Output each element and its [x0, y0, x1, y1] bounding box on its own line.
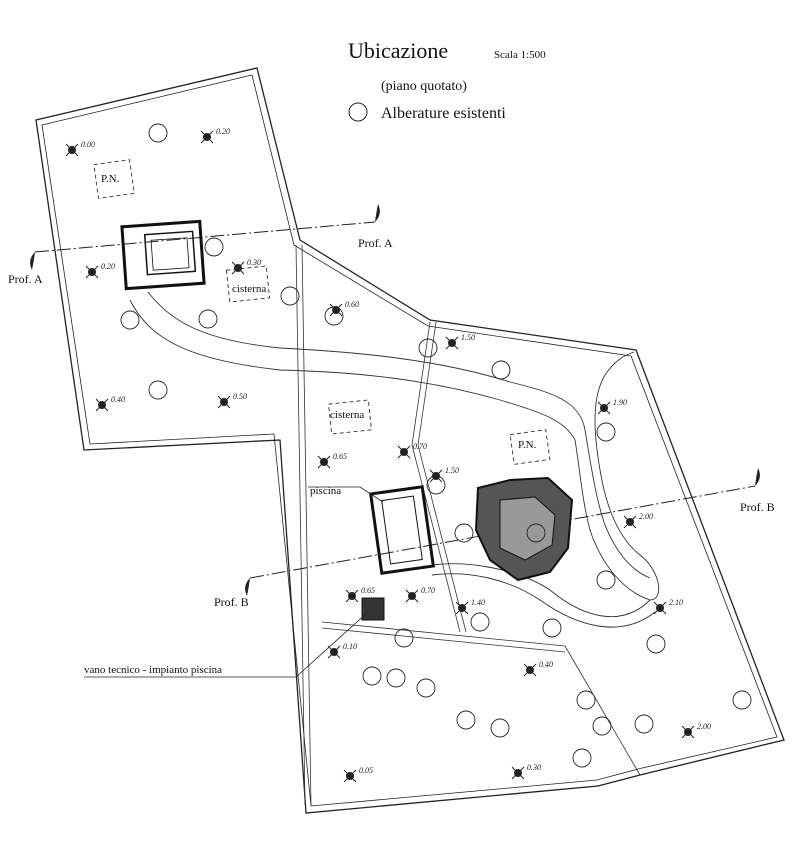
- elevation-value: 0.60: [345, 300, 359, 309]
- elevation-marker: 0.40: [523, 660, 553, 677]
- elevation-marker: 0.50: [217, 392, 247, 409]
- elevation-value: 2.00: [639, 512, 653, 521]
- elevation-value: 0.00: [81, 140, 95, 149]
- elevation-value: 0.40: [539, 660, 553, 669]
- tree-symbol: [454, 523, 474, 543]
- elevation-marker: 0.05: [343, 766, 373, 783]
- tree-symbol: [646, 634, 666, 654]
- driveway: [129, 291, 660, 628]
- property-boundary: [35, 67, 785, 814]
- elevation-value: 1.50: [445, 466, 459, 475]
- label-cisterna-1: cisterna: [232, 283, 266, 295]
- elevation-marker: 1.50: [429, 466, 459, 483]
- label-piscina: piscina: [310, 485, 341, 497]
- elevation-value: 0.65: [333, 452, 347, 461]
- tree-symbol: [634, 714, 654, 734]
- section-line-b: [245, 468, 760, 596]
- elevation-marker: 1.40: [455, 598, 485, 615]
- tree-symbol: [418, 338, 438, 358]
- label-pn-2: P.N.: [518, 439, 537, 451]
- tree-symbol: [456, 710, 476, 730]
- legend-tree-icon: [348, 102, 368, 122]
- tree-symbol: [120, 310, 140, 330]
- tree-symbol: [416, 678, 436, 698]
- pool-equipment-room: [361, 597, 385, 621]
- elevation-value: 0.20: [101, 262, 115, 271]
- elevation-value: 2.10: [669, 598, 683, 607]
- tree-symbol: [204, 237, 224, 257]
- small-house: [120, 219, 206, 291]
- tree-symbol: [576, 690, 596, 710]
- elevation-marker: 0.70: [405, 586, 435, 603]
- tree-symbol: [198, 309, 218, 329]
- tree-symbol: [491, 360, 511, 380]
- legend-label: Alberature esistenti: [381, 105, 506, 122]
- elevation-marker: 2.00: [681, 722, 711, 739]
- section-a-left-label: Prof. A: [8, 272, 43, 286]
- elevation-marker: 0.65: [345, 586, 375, 603]
- tree-symbol: [596, 570, 616, 590]
- elevation-marker: 0.65: [317, 452, 347, 469]
- elevation-marker: 1.50: [445, 333, 475, 350]
- tree-symbol: [592, 716, 612, 736]
- elevation-marker: 0.20: [200, 127, 230, 144]
- elevation-value: 1.40: [471, 598, 485, 607]
- tree-symbol: [386, 668, 406, 688]
- subtitle: (piano quotato): [381, 79, 467, 94]
- label-vano-tecnico: vano tecnico - impianto piscina: [84, 664, 222, 676]
- section-b-right-label: Prof. B: [740, 500, 775, 514]
- tree-symbol: [490, 718, 510, 738]
- page-title: Ubicazione: [348, 38, 448, 63]
- elevation-marker: 2.10: [653, 598, 683, 615]
- elevation-value: 0.70: [421, 586, 435, 595]
- elevation-value: 0.10: [343, 642, 357, 651]
- tree-symbol: [526, 523, 546, 543]
- label-cisterna-2: cisterna: [330, 409, 364, 421]
- tree-symbol: [470, 612, 490, 632]
- elevation-value: 0.50: [233, 392, 247, 401]
- elevation-marker: 1.90: [597, 398, 627, 415]
- elevation-value: 1.90: [613, 398, 627, 407]
- elevation-value: 0.65: [361, 586, 375, 595]
- elevation-marker: 0.30: [511, 763, 541, 780]
- label-pn-1: P.N.: [101, 173, 120, 185]
- scale-label: Scala 1:500: [494, 49, 546, 61]
- section-b-left-label: Prof. B: [214, 595, 249, 609]
- elevation-value: 0.30: [527, 763, 541, 772]
- section-line-a: [30, 204, 380, 270]
- tree-symbol: [394, 628, 414, 648]
- elevation-marker: 0.20: [85, 262, 115, 279]
- tree-symbol: [280, 286, 300, 306]
- tree-symbol: [362, 666, 382, 686]
- elevation-value: 0.70: [413, 442, 427, 451]
- elevation-value: 0.20: [216, 127, 230, 136]
- elevation-value: 0.05: [359, 766, 373, 775]
- tree-symbol: [542, 618, 562, 638]
- elevation-marker: 0.00: [65, 140, 95, 157]
- elevation-marker: 2.00: [623, 512, 653, 529]
- elevation-marker: 0.10: [327, 642, 357, 659]
- elevation-value: 0.40: [111, 395, 125, 404]
- main-house: [474, 476, 574, 582]
- tree-symbols: [120, 123, 752, 768]
- section-a-right-label: Prof. A: [358, 236, 393, 250]
- tree-symbol: [148, 380, 168, 400]
- elevation-value: 0.30: [247, 258, 261, 267]
- tree-symbol: [596, 422, 616, 442]
- elevation-markers: 0.00 0.20 0.20 0.30 0.60 1.50 0.40 0.50 1.90 0.65…: [65, 127, 711, 783]
- tree-symbol: [148, 123, 168, 143]
- tree-symbol: [732, 690, 752, 710]
- tree-symbol: [572, 748, 592, 768]
- elevation-marker: 0.30: [231, 258, 261, 275]
- elevation-marker: 0.40: [95, 395, 125, 412]
- elevation-value: 2.00: [697, 722, 711, 731]
- elevation-marker: 0.60: [329, 300, 359, 317]
- swimming-pool: [368, 485, 436, 575]
- dashed-outlines: [93, 159, 551, 465]
- leader-lines: [84, 486, 384, 678]
- elevation-value: 1.50: [461, 333, 475, 342]
- elevation-marker: 0.70: [397, 442, 427, 459]
